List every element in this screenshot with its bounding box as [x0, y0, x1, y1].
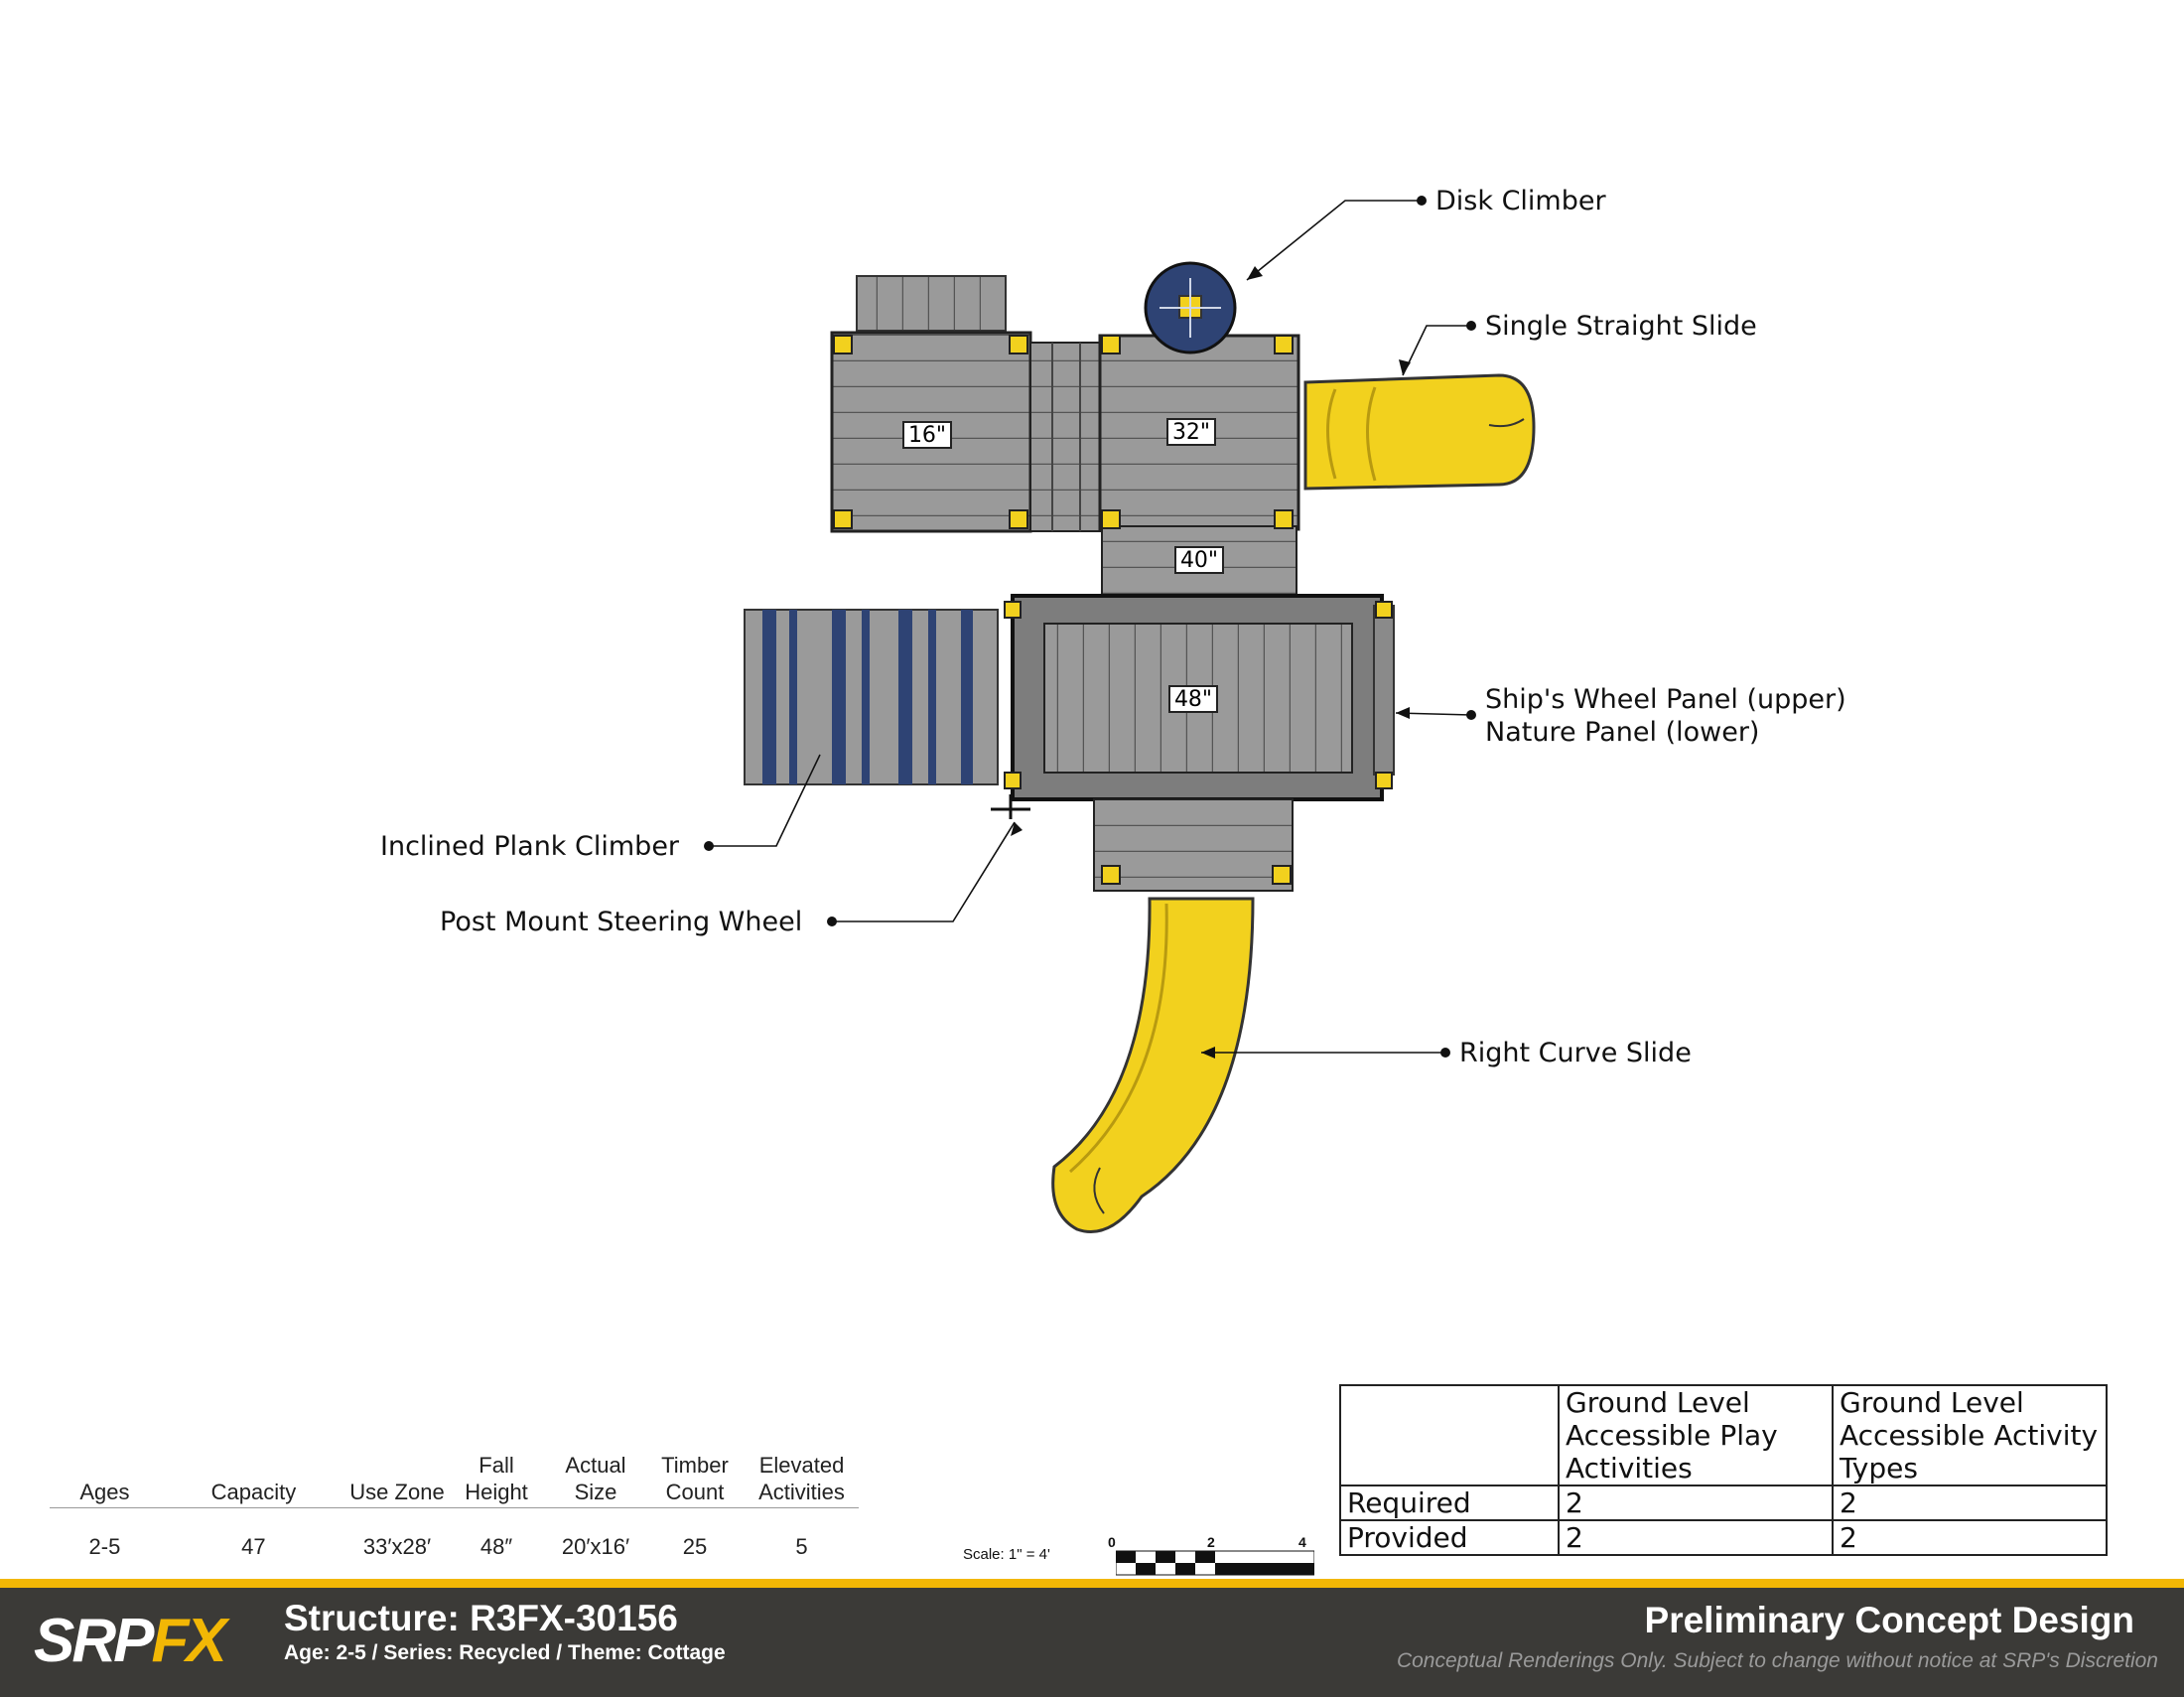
acc-header-play-activities: Ground Level Accessible Play Activities: [1558, 1384, 1834, 1486]
leader-arrows: [1011, 266, 1411, 1059]
single-straight-slide-drawing: [1303, 373, 1536, 491]
acc-row-label: Provided: [1339, 1519, 1560, 1556]
structure-subtitle: Age: 2-5 / Series: Recycled / Theme: Cot…: [284, 1641, 726, 1664]
scale-bar: [1116, 1550, 1314, 1576]
corner-posts: [833, 335, 1393, 885]
deck-label-16: 16": [908, 423, 946, 448]
disk-climber-drawing: [1144, 261, 1237, 354]
disclaimer: Conceptual Renderings Only. Subject to c…: [1396, 1649, 2158, 1672]
structure-stats: Ages Capacity Use Zone Fall Height Actua…: [50, 1452, 859, 1561]
leader-lines: [709, 200, 1472, 1054]
document-title: Preliminary Concept Design: [1644, 1600, 2134, 1640]
stat-value: 2-5: [88, 1534, 121, 1559]
acc-row-label: Required: [1339, 1485, 1560, 1521]
stat-value: 25: [682, 1534, 708, 1559]
acc-header-activity-types: Ground Level Accessible Activity Types: [1832, 1384, 2108, 1486]
acc-cell: 2: [1558, 1519, 1834, 1556]
deck-label-32: 32": [1172, 420, 1210, 445]
stat-value: 5: [795, 1534, 808, 1559]
callout-nature-panel: Nature Panel (lower): [1485, 717, 1760, 748]
srpfx-logo: SRPFX: [34, 1606, 227, 1676]
right-curve-slide-drawing: [1051, 897, 1255, 1234]
logo-srp: SRP: [34, 1607, 154, 1675]
acc-cell: 2: [1558, 1485, 1834, 1521]
scale-mark: 4: [1298, 1534, 1306, 1550]
deck-label-48: 48": [1174, 687, 1212, 712]
stat-value: 48″: [479, 1534, 513, 1559]
deck-label-40: 40": [1180, 548, 1218, 573]
callout-post-mount-steering-wheel: Post Mount Steering Wheel: [440, 907, 803, 937]
stat-header: Elevated Activities: [745, 1452, 859, 1508]
stat-header: Actual Size: [546, 1452, 645, 1508]
inclined-plank-climber-drawing: [744, 609, 999, 785]
callout-ships-wheel-panel: Ship's Wheel Panel (upper): [1485, 684, 1846, 715]
scale-mark: 0: [1108, 1534, 1116, 1550]
callout-single-straight-slide: Single Straight Slide: [1485, 311, 1757, 342]
lower-deck: [1093, 798, 1294, 892]
logo-fx: FX: [151, 1607, 226, 1675]
accessibility-table: Ground Level Accessible Play Activities …: [1339, 1384, 2108, 1556]
footer-bar: SRPFX Structure: R3FX-30156 Age: 2-5 / S…: [0, 1579, 2184, 1697]
roof-panel: [856, 275, 1007, 332]
stat-value: 47: [241, 1534, 266, 1559]
stat-header: Ages: [50, 1452, 160, 1508]
acc-cell: 2: [1832, 1485, 2108, 1521]
acc-cell: 2: [1832, 1519, 2108, 1556]
leader-dots: [704, 196, 1476, 1058]
playground-plan: 16" 32" 40" 48": [704, 196, 1536, 1234]
stat-value: 33′x28′: [362, 1534, 432, 1559]
scale-mark: 2: [1207, 1534, 1215, 1550]
stat-header: Fall Height: [447, 1452, 546, 1508]
structure-title: Structure: R3FX-30156: [284, 1598, 678, 1638]
stat-header: Timber Count: [645, 1452, 745, 1508]
steering-wheel-post: [991, 794, 1030, 819]
stat-header: Capacity: [159, 1452, 347, 1508]
callout-inclined-plank-climber: Inclined Plank Climber: [380, 831, 680, 862]
stat-value: 20′x16′: [561, 1534, 630, 1559]
bridge: [1029, 342, 1103, 532]
stat-header: Use Zone: [347, 1452, 447, 1508]
callout-right-curve-slide: Right Curve Slide: [1459, 1038, 1692, 1068]
callout-disk-climber: Disk Climber: [1435, 186, 1606, 216]
scale-label: Scale: 1" = 4': [963, 1546, 1050, 1563]
